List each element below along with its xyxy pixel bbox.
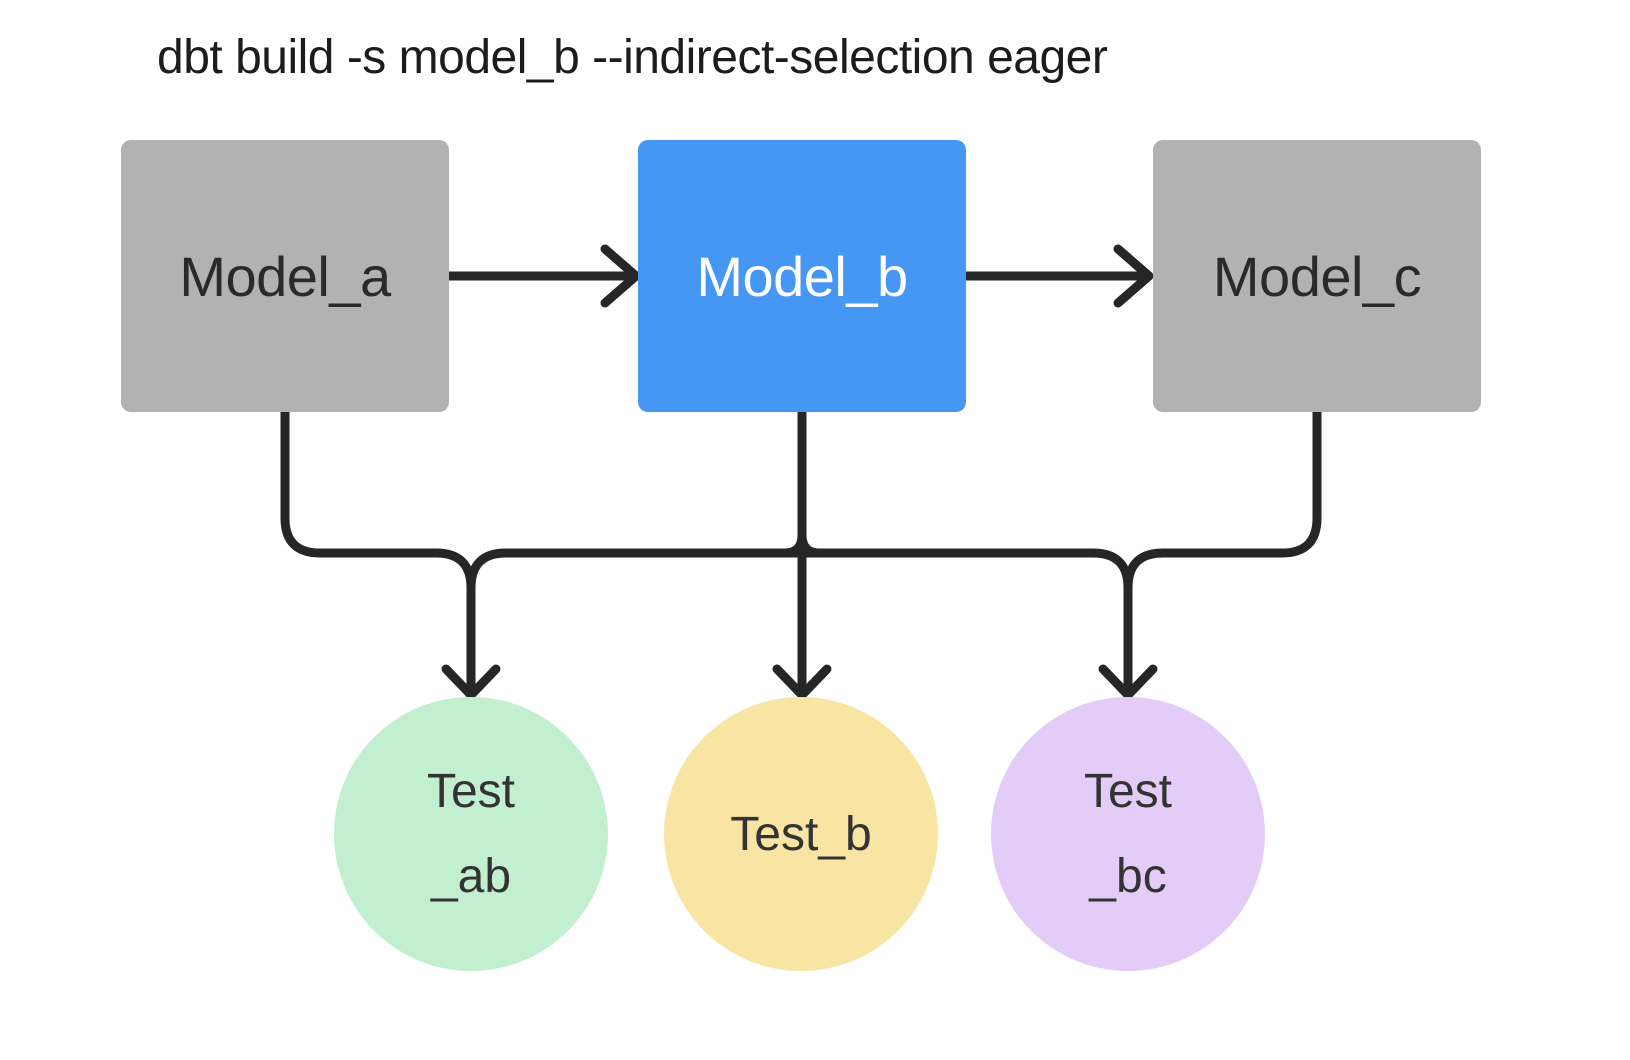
edge-model-c-to-test-bc xyxy=(1123,407,1322,699)
node-test-ab-label-line1: Test xyxy=(426,765,516,818)
diagram-title: dbt build -s model_b --indirect-selectio… xyxy=(157,31,1108,84)
arrowhead-into-model-b xyxy=(600,244,641,308)
junction-fillet-right xyxy=(797,530,825,558)
node-test-b-label: Test_b xyxy=(730,807,872,861)
node-test-ab-label-line2: _ab xyxy=(430,850,512,903)
node-test-ab: Test _ab xyxy=(334,697,608,971)
arrowhead-into-model-c xyxy=(1113,244,1154,308)
node-test-bc-label-line1: Test xyxy=(1083,765,1173,818)
node-model-b-label: Model_b xyxy=(696,244,908,308)
edge-model-a-to-test-ab xyxy=(280,407,476,699)
node-model-c: Model_c xyxy=(1153,140,1481,412)
node-model-c-label: Model_c xyxy=(1212,244,1422,308)
node-model-a-label: Model_a xyxy=(179,244,391,308)
node-test-b: Test_b xyxy=(664,697,938,971)
arrowhead-into-test-bc xyxy=(1098,664,1158,700)
node-test-bc-label-line2: _bc xyxy=(1089,850,1167,903)
node-test-bc: Test _bc xyxy=(991,697,1265,971)
node-model-a: Model_a xyxy=(121,140,449,412)
node-model-b: Model_b xyxy=(638,140,966,412)
arrowhead-into-test-ab xyxy=(441,664,501,700)
arrowhead-into-test-b xyxy=(772,664,832,700)
